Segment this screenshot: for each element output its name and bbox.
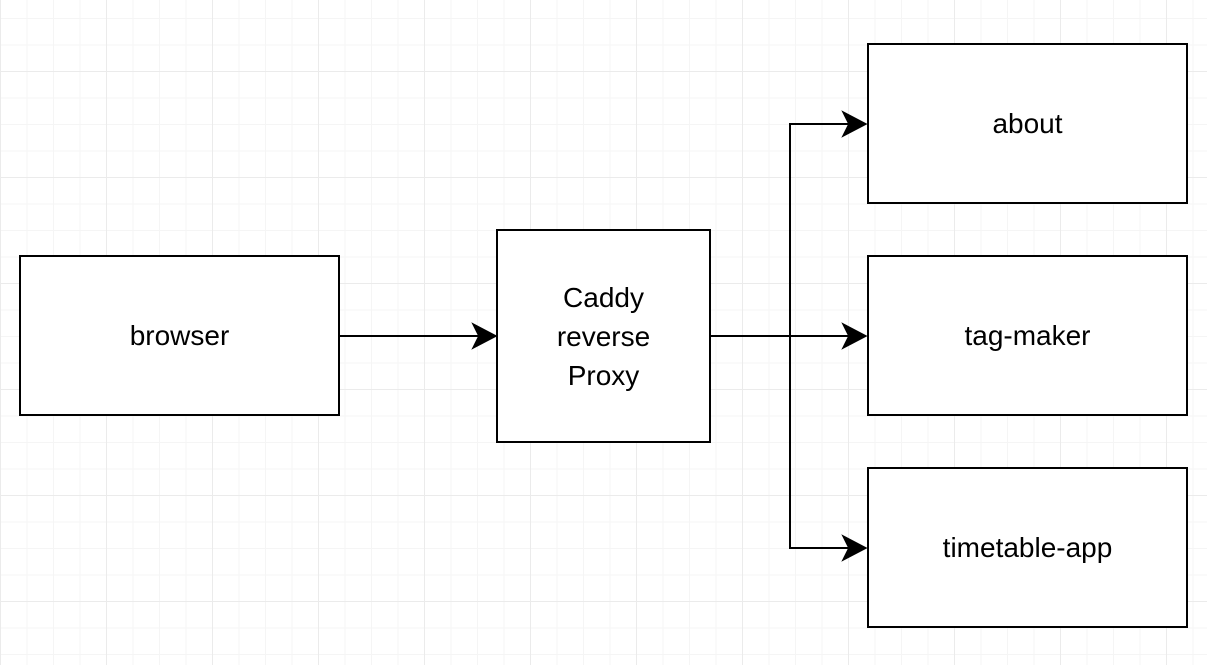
node-timetable-app[interactable]: timetable-app bbox=[867, 467, 1188, 628]
edge-proxy-to-timetable-app bbox=[789, 336, 851, 549]
node-tag-maker[interactable]: tag-maker bbox=[867, 255, 1188, 416]
node-browser-label: browser bbox=[129, 320, 230, 351]
arrowhead-proxy bbox=[471, 322, 498, 350]
arrowhead-tag-maker bbox=[841, 322, 868, 350]
edge-proxy-to-about bbox=[710, 123, 851, 337]
node-about[interactable]: about bbox=[867, 43, 1188, 204]
node-about-label: about bbox=[992, 108, 1063, 139]
node-timetable-app-label: timetable-app bbox=[942, 532, 1113, 563]
node-browser[interactable]: browser bbox=[19, 255, 340, 416]
node-caddy-reverse-proxy-label: Caddy reverse Proxy bbox=[556, 281, 651, 391]
node-caddy-reverse-proxy[interactable]: Caddy reverse Proxy bbox=[496, 229, 711, 443]
arrowhead-about bbox=[841, 110, 868, 138]
node-tag-maker-label: tag-maker bbox=[964, 320, 1091, 351]
arrowhead-timetable-app bbox=[841, 534, 868, 562]
